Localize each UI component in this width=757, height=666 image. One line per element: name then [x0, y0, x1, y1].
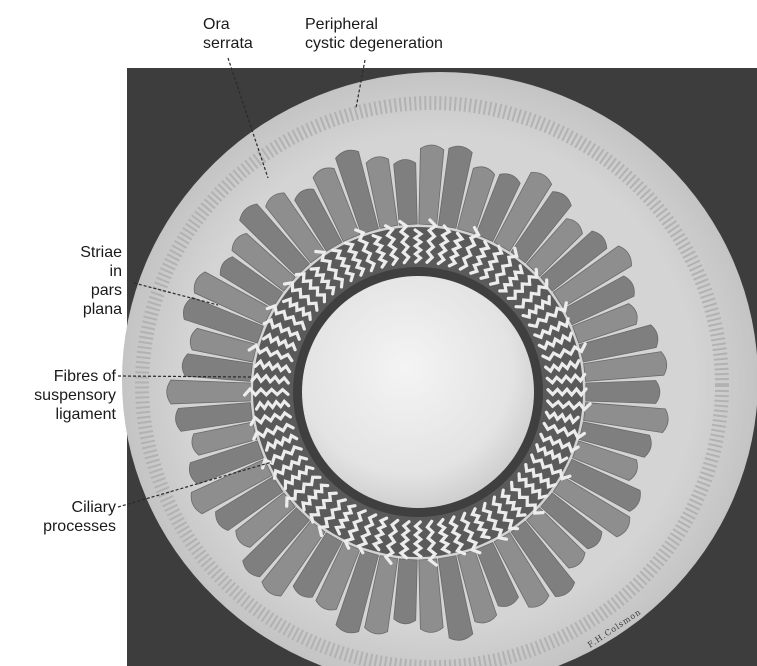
lens [302, 276, 534, 508]
label-striae-in-pars-plana: Striae in pars plana [44, 243, 122, 319]
pars-plana-lobe [586, 381, 660, 404]
label-ciliary-processes: Ciliary processes [20, 498, 116, 536]
label-peripheral-cystic-degeneration: Peripheral cystic degeneration [305, 15, 443, 53]
label-fibres-of-suspensory-ligament: Fibres of suspensory ligament [10, 367, 116, 424]
label-ora-serrata: Ora serrata [203, 15, 253, 53]
pars-plana-lobe [167, 380, 251, 404]
